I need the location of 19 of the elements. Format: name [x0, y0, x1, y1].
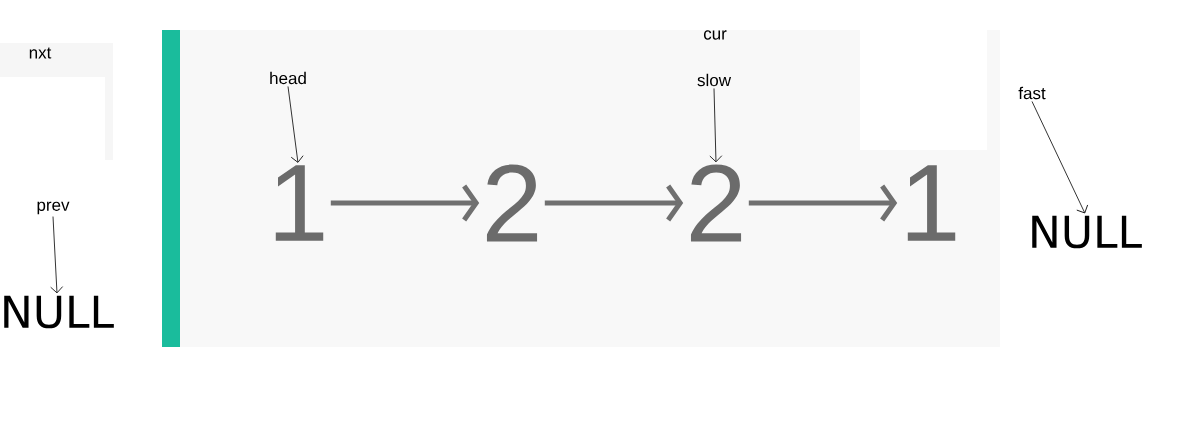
pointer-label: nxt: [29, 47, 52, 59]
arrow: [544, 184, 684, 222]
list-value: 2: [486, 164, 538, 242]
pointer-label: prev: [37, 201, 70, 215]
arrow: [748, 184, 898, 222]
pointer-arrow: [709, 88, 723, 163]
pointer-label: cur: [703, 30, 727, 40]
pointer-arrow: [287, 86, 304, 163]
list-value: 2: [690, 164, 742, 242]
pointer-label: fast: [1018, 86, 1046, 100]
list-value: 1: [907, 165, 956, 241]
handwritten-text: NULL: [4, 295, 114, 329]
pointer-label: slow: [697, 73, 732, 87]
handwritten-text: NULL: [1032, 215, 1142, 249]
pointer-label: head: [270, 71, 306, 85]
list-value: 1: [275, 165, 324, 241]
pointer-arrow: [1031, 101, 1089, 214]
pointer-arrow: [50, 216, 64, 294]
arrow: [330, 184, 480, 222]
